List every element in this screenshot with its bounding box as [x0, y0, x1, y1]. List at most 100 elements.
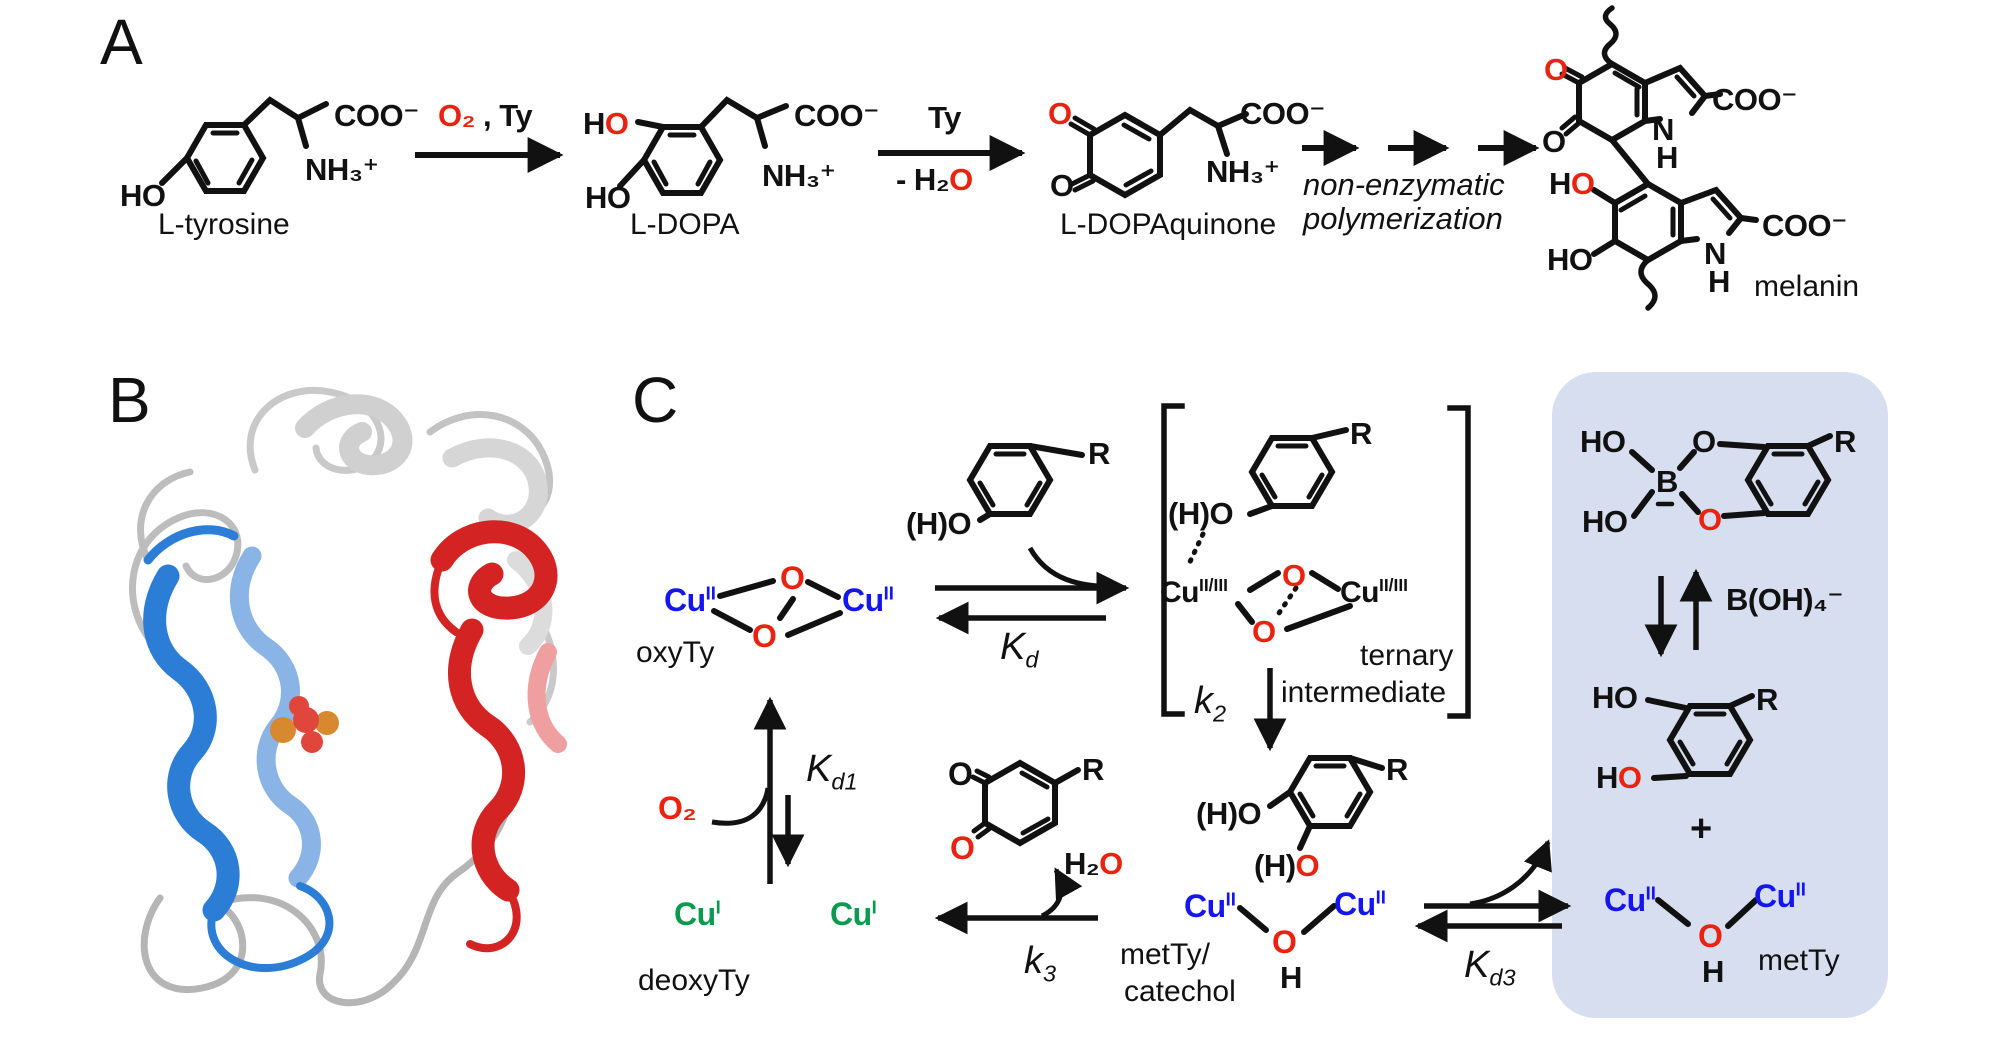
oxyty-name: oxyTy — [636, 636, 715, 669]
catechol-oh-bottom-o: O — [1295, 848, 1320, 883]
dopaquinone-coo-label: COO⁻ — [1240, 96, 1325, 131]
metty-catechol-cu-right-label: CuII — [1334, 888, 1386, 920]
oxyty-cu-right-ox: II — [883, 582, 894, 604]
ternary-oh-label: (H)O — [1168, 496, 1234, 531]
kd3-equilibrium-arrows — [1414, 839, 1572, 943]
polymerization-text-line2: polymerization — [1303, 201, 1503, 236]
catechol-oh-top-label: (H)O — [1196, 796, 1262, 831]
ternary-o-bottom-label: O — [1252, 614, 1276, 649]
k2-constant-label: k2 — [1194, 680, 1226, 725]
oxyty-cu-left: Cu — [664, 582, 706, 618]
dopa-ho-top-label: HO — [583, 108, 629, 139]
kd-sub: d — [1025, 646, 1039, 673]
ternary-cu-left: Cu — [1160, 576, 1200, 609]
borate-label: B(OH)₄⁻ — [1726, 582, 1844, 617]
kd-constant-label: Kd — [1000, 628, 1038, 671]
tyrosine-ho-label: HO — [120, 178, 166, 213]
quinone-o-top-label: O — [948, 756, 973, 792]
polymerization-text-line1: non-enzymatic — [1303, 167, 1505, 202]
tyrosine-coo-label: COO⁻ — [334, 98, 419, 133]
ternary-r-label: R — [1350, 416, 1372, 451]
ternary-o-top-label: O — [1282, 558, 1306, 593]
metty-catechol-cu-left-ox: II — [1225, 888, 1236, 910]
box-catechol-r-label: R — [1756, 682, 1778, 717]
step2-ty-label: Ty — [928, 100, 961, 135]
melanin-n-bottom-label: N — [1704, 236, 1726, 271]
metty-catechol-bonds — [1237, 903, 1337, 935]
metty-catechol-o-label: O — [1272, 924, 1297, 960]
k2-k: k — [1194, 680, 1213, 722]
h2o-red: O — [1099, 846, 1123, 881]
dopa-ho-bottom-label: HO — [585, 180, 631, 215]
boronate-ho-bottom-label: HO — [1582, 504, 1628, 539]
box-catechol-ho-bottom-o: O — [1617, 760, 1642, 795]
o2-binding-arrows — [711, 696, 805, 884]
boronate-r-label: R — [1834, 424, 1856, 459]
h2o-label: H₂O — [1064, 848, 1123, 879]
melanin-coo-bottom-label: COO⁻ — [1762, 208, 1847, 243]
deoxyty-cu-right: Cu — [830, 896, 872, 932]
dopa-ho-top-o: O — [604, 106, 629, 141]
k3-arrow-group — [934, 867, 1098, 935]
boronate-b-label: B — [1656, 464, 1678, 499]
boronate-ester-bonds — [1629, 433, 1833, 519]
boron-box-metty-bonds — [1655, 897, 1759, 929]
step1-ty: , Ty — [474, 98, 533, 133]
plus-sign: + — [1690, 808, 1713, 850]
boronate-o-top-label: O — [1692, 424, 1716, 459]
melanin-h-bottom-label: H — [1708, 264, 1730, 299]
melanin-ho-bottom-label: HO — [1547, 242, 1593, 277]
kd1-constant-label: Kd1 — [806, 750, 858, 793]
panel-a-label: A — [100, 6, 143, 78]
deoxyty-name: deoxyTy — [638, 964, 750, 997]
melanin-ho-mid-h: H — [1549, 166, 1571, 201]
catechol-intermediate-bonds — [1267, 755, 1385, 851]
metty-catechol-cu-left: Cu — [1184, 888, 1226, 924]
boronate-ho-top-label: HO — [1580, 424, 1626, 459]
kd3-k: K — [1464, 944, 1490, 986]
metty-catechol-h-label: H — [1280, 960, 1302, 995]
box-metty-cu-right-label: CuII — [1754, 880, 1806, 912]
ternary-caption-line1: ternary — [1360, 639, 1454, 672]
melanin-n-top-label: N — [1652, 112, 1674, 147]
melanin-ho-mid-o: O — [1570, 166, 1595, 201]
boron-box-arrows — [1644, 568, 1713, 658]
tyrosine-nh3-label: NH₃⁺ — [305, 152, 379, 187]
box-metty-cu-right: Cu — [1754, 878, 1796, 914]
box-catechol-ho-bottom-h: H — [1596, 760, 1618, 795]
box-metty-name: metTy — [1758, 944, 1840, 977]
boronate-o-bottom-label: O — [1698, 502, 1722, 537]
ternary-intermediate-bonds — [1185, 427, 1353, 632]
step1-conditions: O₂ , Ty — [438, 98, 533, 133]
ternary-cu-left-label: CuII/III — [1160, 576, 1228, 609]
k2-sub: 2 — [1213, 700, 1227, 727]
dopaquinone-o-bottom-label: O — [1050, 168, 1074, 203]
tyrosine-name: L-tyrosine — [158, 208, 290, 241]
ternary-brackets — [1161, 403, 1471, 719]
catechol-oh-bottom-h: (H) — [1254, 848, 1296, 883]
kd-equilibrium-arrows — [935, 571, 1130, 635]
dopa-structure — [617, 96, 789, 196]
box-metty-o-label: O — [1698, 918, 1723, 954]
dopaquinone-name: L-DOPAquinone — [1060, 208, 1277, 241]
catechol-r-label: R — [1386, 752, 1408, 787]
dopaquinone-o-top-label: O — [1048, 96, 1072, 131]
catechol-oh-bottom-label: (H)O — [1254, 848, 1320, 883]
box-metty-h-label: H — [1702, 954, 1724, 989]
step2-minus-water-label: - H₂O — [896, 164, 973, 195]
deoxyty-cu-right-ox: I — [871, 896, 877, 918]
box-metty-cu-left-label: CuII — [1604, 884, 1656, 916]
melanin-ho-mid-label: HO — [1549, 168, 1595, 199]
quinone-o-bottom-label: O — [950, 830, 975, 866]
step2-water-red: O — [949, 162, 973, 197]
melanin-h-top-label: H — [1656, 140, 1678, 175]
oxyty-o-top-label: O — [780, 560, 805, 596]
metty-catechol-cu-left-label: CuII — [1184, 890, 1236, 922]
quinone-product-bonds — [970, 759, 1081, 847]
metty-catechol-caption-line1: metTy/ — [1120, 938, 1211, 971]
deoxyty-cu-left-ox: I — [715, 896, 721, 918]
ternary-caption-line2: intermediate — [1281, 676, 1447, 709]
deoxyty-cu-left: Cu — [674, 896, 716, 932]
